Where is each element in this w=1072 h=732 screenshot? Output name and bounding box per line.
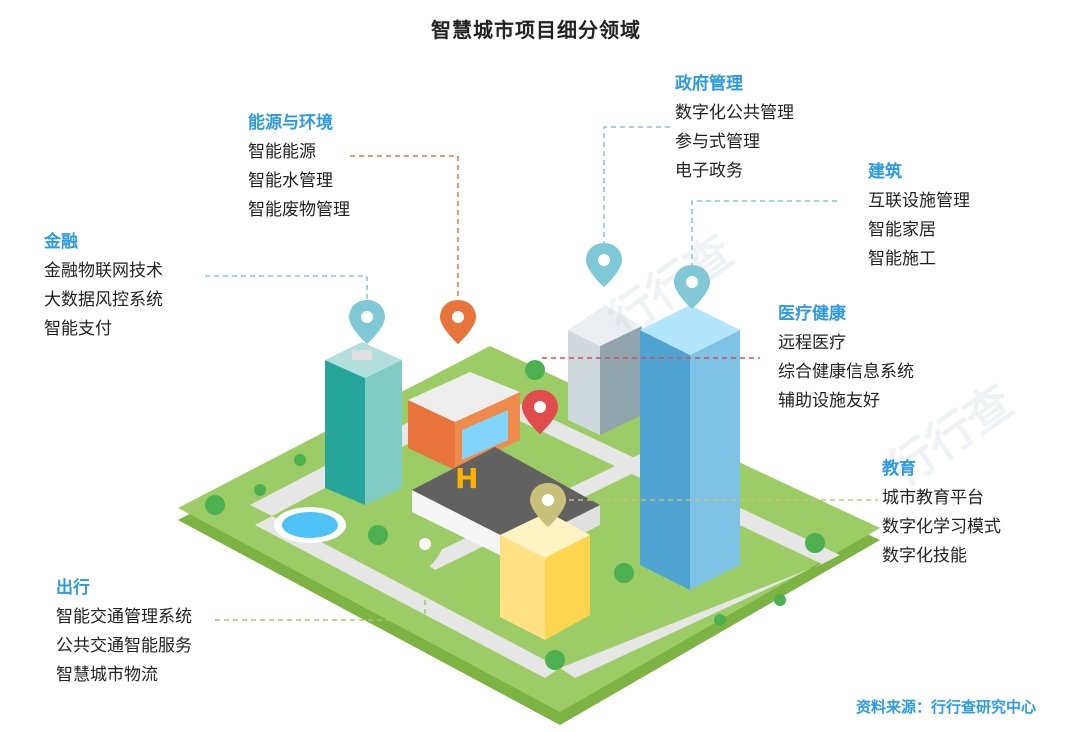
category-item: 综合健康信息系统 [778,362,914,382]
road [560,555,840,678]
category-item: 数字化学习模式 [882,517,1001,537]
pin-transport [407,527,443,571]
category-item: 智能废物管理 [248,200,350,220]
road [255,516,560,678]
category-item: 电子政务 [675,161,743,181]
blue-tower-front [640,330,690,590]
category-health: 医疗健康 远程医疗 综合健康信息系统 辅助设施友好 [778,303,914,416]
category-transport: 出行 智能交通管理系统 公共交通智能服务 智慧城市物流 [56,577,192,690]
gov-tower-front [568,330,600,435]
category-item: 智能家居 [868,220,936,240]
gov-tower-side [600,326,642,435]
category-item: 智慧城市物流 [56,665,158,685]
category-item: 数字化公共管理 [675,103,794,123]
category-item: 大数据风控系统 [44,290,163,310]
category-building: 建筑 互联设施管理 智能家居 智能施工 [868,161,970,274]
category-item: 参与式管理 [675,132,760,152]
orange-bldg-front [408,400,455,470]
category-gov: 政府管理 数字化公共管理 参与式管理 电子政务 [675,73,794,186]
helipad-h: H [455,462,478,495]
category-energy: 能源与环境 智能能源 智能水管理 智能废物管理 [248,112,350,225]
pool-water [282,512,338,538]
category-item: 智能支付 [44,319,112,339]
pin-energy [440,300,476,344]
category-title: 医疗健康 [778,304,846,324]
left-tower-roof-box [352,350,372,360]
left-tower-front [325,360,365,505]
category-edu: 教育 城市教育平台 数字化学习模式 数字化技能 [882,458,1001,571]
category-title: 金融 [44,232,78,252]
category-item: 互联设施管理 [868,191,970,211]
trees [205,360,825,670]
category-title: 建筑 [868,162,902,182]
pin-gov [586,243,622,287]
blue-tower-side [690,330,740,590]
connector-gov [603,126,670,243]
category-title: 政府管理 [675,74,743,94]
category-item: 公共交通智能服务 [56,636,192,656]
pin-edu [530,483,566,527]
pin-health [522,390,558,434]
orange-bldg-top [408,372,520,422]
connector-energy [350,155,459,300]
school-side [545,535,590,640]
hospital-front [412,490,520,565]
connector-building [691,200,837,265]
pin-building [674,265,710,309]
orange-bldg-window [462,410,508,460]
category-item: 数字化技能 [882,546,967,566]
connector-finance [205,275,368,300]
connector-transport [215,550,426,621]
source-note: 资料来源：行行查研究中心 [855,698,1036,716]
pin-finance [349,300,385,344]
category-title: 教育 [882,459,916,479]
blue-tower-top [640,305,740,355]
category-item: 远程医疗 [778,333,846,353]
page-title: 智慧城市项目细分领域 [431,18,641,42]
category-item: 城市教育平台 [882,488,984,508]
gov-tower-top [568,305,642,346]
category-title: 出行 [56,578,90,598]
category-item: 辅助设施友好 [778,391,880,411]
category-finance: 金融 金融物联网技术 大数据风控系统 智能支付 [44,231,163,344]
school-top [500,512,590,558]
left-tower-side [365,360,402,505]
category-item: 智能水管理 [248,171,333,191]
category-item: 智能能源 [248,142,316,162]
category-title: 能源与环境 [248,113,333,133]
category-item: 金融物联网技术 [44,261,163,281]
category-item: 智能施工 [868,249,936,269]
category-item: 智能交通管理系统 [56,607,192,627]
school-front [500,535,545,640]
